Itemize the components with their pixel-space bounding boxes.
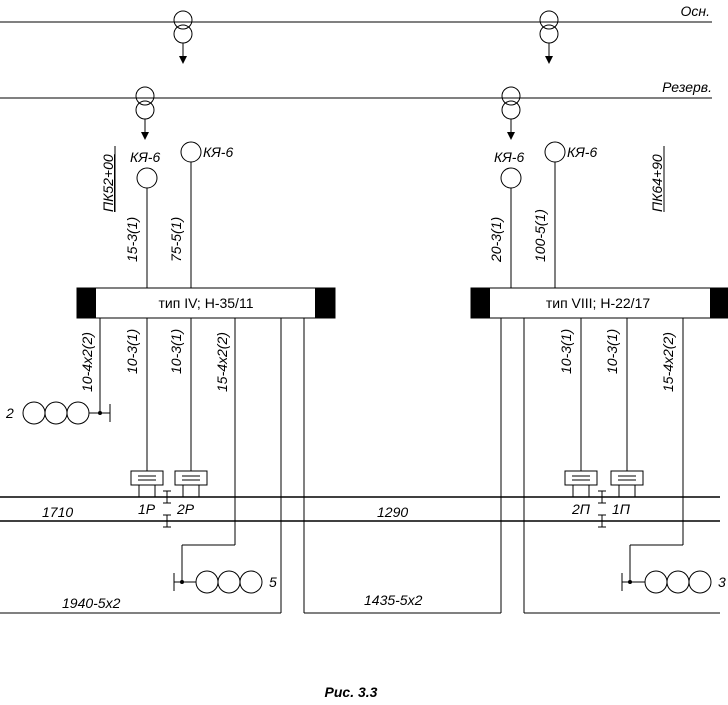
signal-5: [173, 570, 263, 594]
relay-box-right-1-label: КЯ-6: [494, 149, 524, 165]
cable-left-up-2: 75-5(1): [168, 217, 184, 262]
cable-right-down-2: 10-3(1): [604, 329, 620, 374]
track-relay-1p-right: [610, 318, 644, 497]
distance-1435: 1435-5x2: [364, 592, 423, 608]
insulating-joint-left: [163, 490, 171, 528]
track-relay-2p-left: [174, 458, 208, 497]
track-relay-1p-label: 1П: [612, 501, 631, 517]
insulating-joint-right: [598, 490, 606, 528]
cable-right-up-1: 20-3(1): [488, 217, 504, 263]
relay-box-left-2: [180, 141, 202, 163]
cable-left-down-4: 15-4x2(2): [214, 332, 230, 392]
relay-box-right-2: [544, 141, 566, 163]
transformer-main-right: [539, 10, 559, 64]
cable-left-up-1: 15-3(1): [124, 217, 140, 262]
main-bus-label: Осн.: [681, 3, 710, 19]
relay-box-left-2-label: КЯ-6: [203, 144, 233, 160]
cable-left-down-3: 10-3(1): [168, 329, 184, 374]
transformer-reserve-left: [135, 86, 155, 140]
track-relay-1p: [130, 458, 164, 497]
track-relay-1r-label: 1Р: [138, 501, 156, 517]
cable-left-down-1: 10-4x2(2): [79, 332, 95, 392]
relay-box-left-1-label: КЯ-6: [130, 149, 160, 165]
cable-right-up-2: 100-5(1): [532, 209, 548, 262]
distance-1940: 1940-5x2: [62, 595, 121, 611]
cabinet-right-label: тип VIII; Н-22/17: [546, 295, 651, 311]
distance-1290: 1290: [377, 504, 408, 520]
transformer-main-left: [173, 10, 193, 64]
relay-box-right-1: [500, 167, 522, 189]
cabinet-left-label: тип IV; Н-35/11: [159, 295, 254, 311]
distance-1710: 1710: [42, 504, 73, 520]
cable-left-down-2: 10-3(1): [124, 329, 140, 374]
figure-caption: Рис. 3.3: [325, 684, 378, 700]
signal-2-label: 2: [5, 405, 14, 421]
cabinet-left: тип IV; Н-35/11: [76, 287, 336, 319]
relay-box-right-2-label: КЯ-6: [567, 144, 597, 160]
cable-right-down-1: 10-3(1): [558, 329, 574, 374]
reserve-bus-label: Резерв.: [662, 79, 712, 95]
signal-5-label: 5: [269, 574, 277, 590]
signal-3: [621, 570, 712, 594]
cabinet-right: тип VIII; Н-22/17: [470, 287, 728, 319]
cable-right-down-3: 15-4x2(2): [660, 332, 676, 392]
relay-box-left-1: [136, 167, 158, 189]
picket-right: ПК64+90: [649, 154, 665, 212]
track-relay-2p-label: 2П: [571, 501, 591, 517]
track-relay-2p-right: [564, 318, 598, 497]
signal-3-label: 3: [718, 574, 726, 590]
picket-left: ПК52+00: [100, 154, 116, 212]
track-relay-2r-label: 2Р: [176, 501, 195, 517]
transformer-reserve-right: [501, 86, 521, 140]
signal-2: [22, 401, 111, 425]
